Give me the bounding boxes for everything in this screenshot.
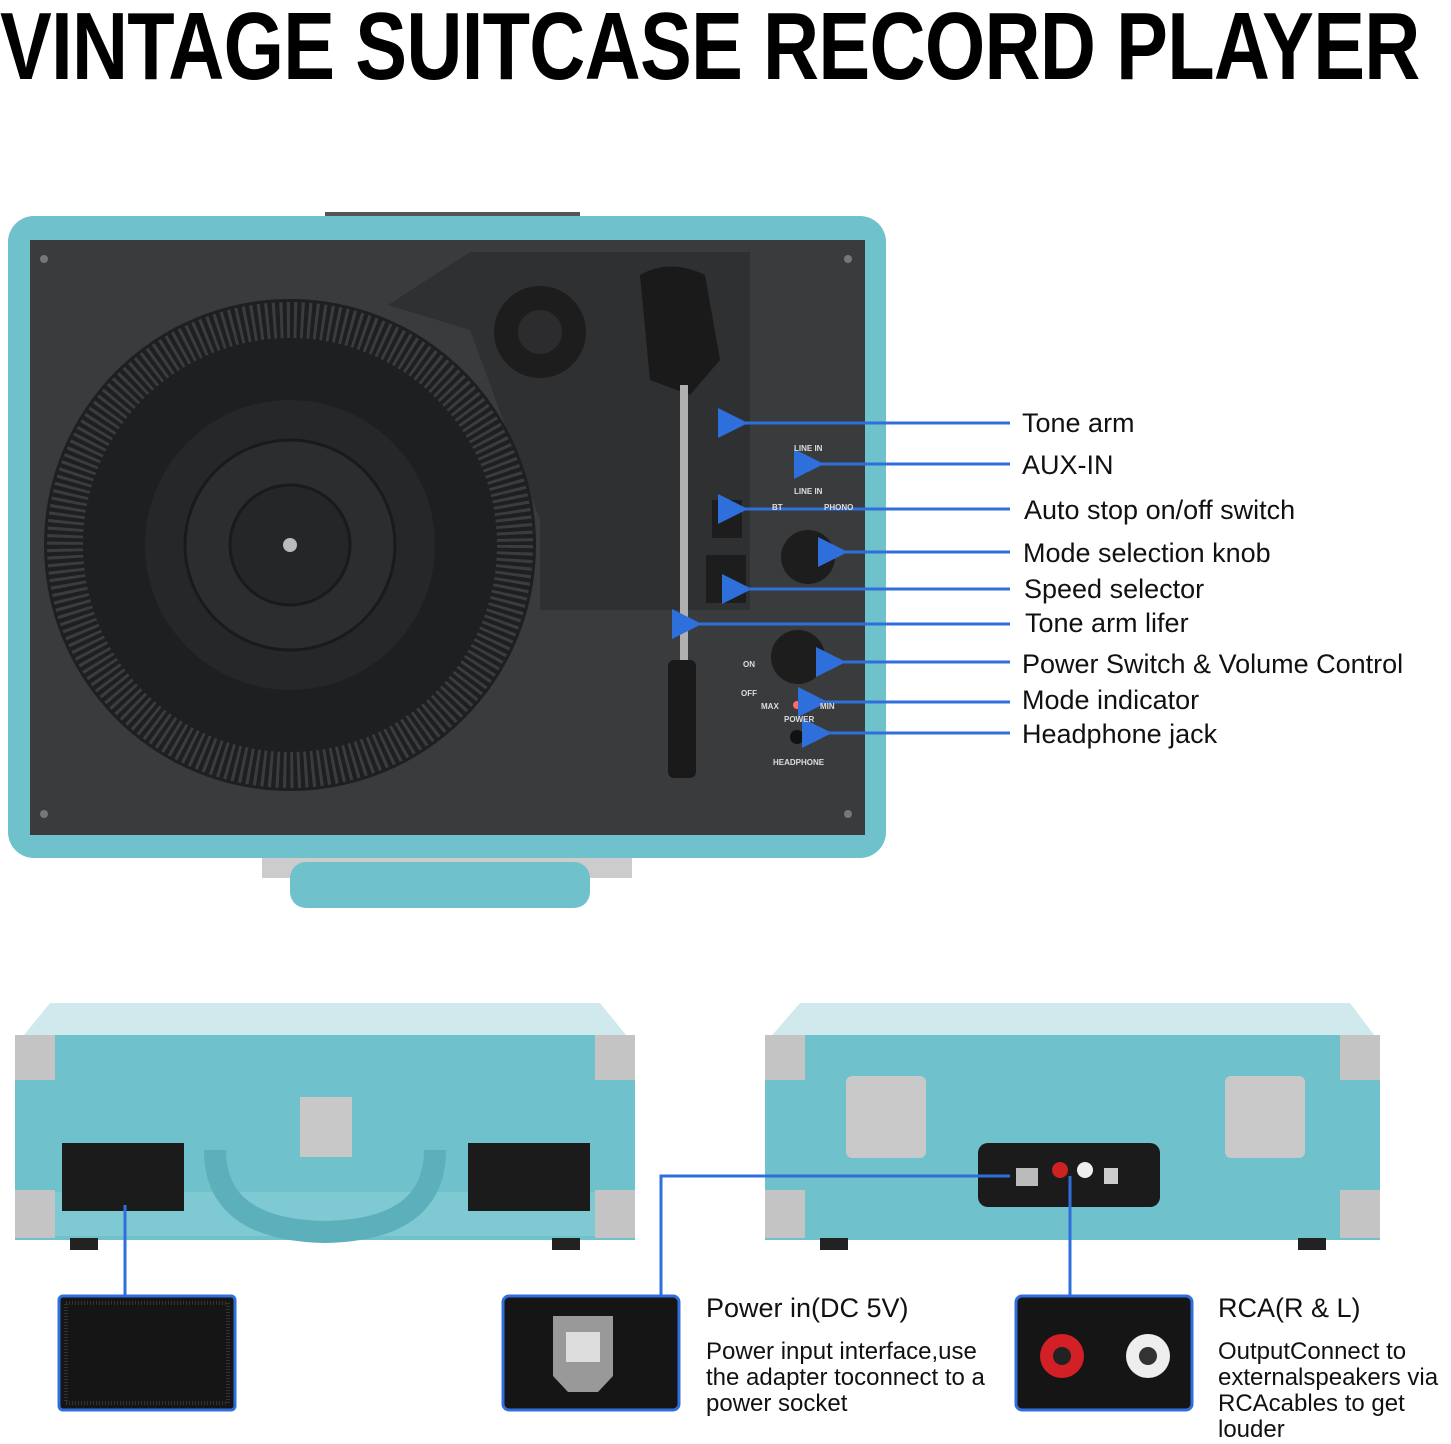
panel-label-bt: BT xyxy=(772,503,783,512)
rca-inset xyxy=(1014,1294,1194,1412)
callout-mode-indicator: Mode indicator xyxy=(1022,685,1200,715)
mode-selection-knob xyxy=(781,530,835,584)
panel-label-on: ON xyxy=(743,660,755,669)
callout-mode-selection-knob: Mode selection knob xyxy=(1023,538,1271,568)
panel-label-phono: PHONO xyxy=(824,503,854,512)
rca-description: OutputConnect to externalspeakers via RC… xyxy=(1218,1338,1439,1443)
panel-label-min: MIN xyxy=(820,702,835,711)
callout-speed-selector: Speed selector xyxy=(1024,574,1205,604)
callout-auto-stop-switch: Auto stop on/off switch xyxy=(1024,495,1296,525)
panel-label-line-in: LINE IN xyxy=(794,444,823,453)
tone-arm-headshell xyxy=(640,266,720,395)
tone-arm xyxy=(680,385,688,665)
suitcase-front-view xyxy=(15,1003,635,1250)
suitcase-back-view xyxy=(765,1003,1380,1250)
callout-tone-arm: Tone arm xyxy=(1022,408,1135,438)
panel-label-headphone: HEADPHONE xyxy=(773,758,825,767)
callout-headphone-jack: Headphone jack xyxy=(1022,719,1218,749)
callout-aux-in: AUX-IN xyxy=(1022,450,1114,480)
record-player-top-view xyxy=(8,212,886,908)
panel-label-max: MAX xyxy=(761,702,779,711)
volume-knob xyxy=(771,630,825,684)
usb-power-inset xyxy=(501,1294,681,1412)
rca-heading: RCA(R & L) xyxy=(1218,1293,1361,1323)
power-in-description: Power input interface,use the adapter to… xyxy=(706,1338,985,1417)
callout-power-volume: Power Switch & Volume Control xyxy=(1022,649,1404,679)
callout-tone-arm-lifter: Tone arm lifer xyxy=(1025,608,1189,638)
speaker-inset xyxy=(57,1294,237,1412)
panel-label-line-in-mode: LINE IN xyxy=(794,487,823,496)
panel-label-off: OFF xyxy=(741,689,757,698)
power-in-heading: Power in(DC 5V) xyxy=(706,1293,909,1323)
panel-label-power: POWER xyxy=(784,715,815,724)
